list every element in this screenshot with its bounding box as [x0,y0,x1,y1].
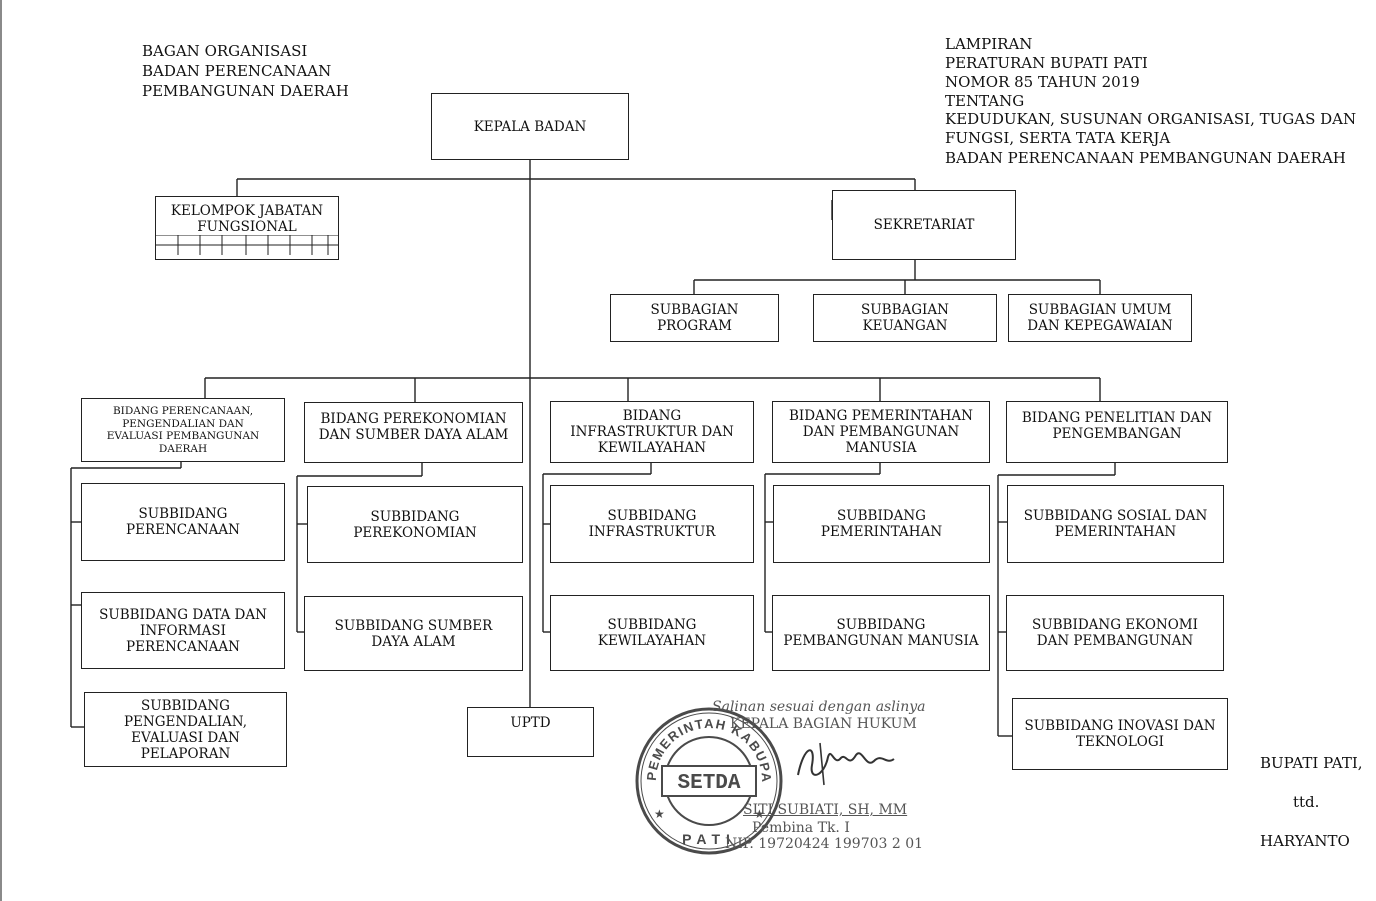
ttd-text: ttd. [1293,793,1320,811]
subbidang-sumber-daya-alam-box: SUBBIDANG SUMBER DAYA ALAM [304,596,523,671]
bupati-title: BUPATI PATI, [1260,754,1363,772]
chart-title-line-3: PEMBANGUNAN DAERAH [142,82,349,100]
official-rank: Pembina Tk. I [752,820,850,836]
subbidang-kewilayahan-box: SUBBIDANG KEWILAYAHAN [550,595,754,671]
kelompok-grid [156,235,338,255]
subbagian-keuangan-box: SUBBAGIAN KEUANGAN [813,294,997,342]
lampiran-line-3: NOMOR 85 TAHUN 2019 [945,73,1140,91]
stamp-bottom-text: PATI [682,831,736,847]
bupati-name: HARYANTO [1260,832,1350,850]
subbidang-sosial-box: SUBBIDANG SOSIAL DAN PEMERINTAHAN [1007,485,1224,563]
lampiran-line-7: BADAN PERENCANAAN PEMBANGUNAN DAERAH [945,149,1346,167]
subbagian-umum-box: SUBBAGIAN UMUM DAN KEPEGAWAIAN [1008,294,1192,342]
official-name: SITI SUBIATI, SH, MM [743,802,908,818]
bidang-pemerintahan-box: BIDANG PEMERINTAHAN DAN PEMBANGUNAN MANU… [772,401,990,463]
bidang-perekonomian-box: BIDANG PEREKONOMIAN DAN SUMBER DAYA ALAM [304,402,523,463]
kelompok-jabatan-fungsional-box: KELOMPOK JABATAN FUNGSIONAL [155,196,339,260]
page-edge [0,0,2,901]
subbidang-infrastruktur-box: SUBBIDANG INFRASTRUKTUR [550,485,754,563]
subbagian-program-box: SUBBAGIAN PROGRAM [610,294,779,342]
salinan-text: Salinan sesuai dengan aslinya [712,699,926,715]
subbidang-pembangunan-manusia-box: SUBBIDANG PEMBANGUNAN MANUSIA [772,595,990,671]
lampiran-line-2: PERATURAN BUPATI PATI [945,54,1148,72]
stamp-star-right-icon: ★ [754,807,765,821]
bidang-infrastruktur-box: BIDANG INFRASTRUKTUR DAN KEWILAYAHAN [550,401,754,463]
bidang-penelitian-box: BIDANG PENELITIAN DAN PENGEMBANGAN [1006,401,1228,463]
kepala-bagian-hukum-text: KEPALA BAGIAN HUKUM [730,716,917,732]
subbidang-inovasi-box: SUBBIDANG INOVASI DAN TEKNOLOGI [1012,698,1228,770]
chart-title-line-2: BADAN PERENCANAAN [142,62,332,80]
lampiran-line-4: TENTANG [945,92,1025,110]
lampiran-line-5: KEDUDUKAN, SUSUNAN ORGANISASI, TUGAS DAN [945,110,1357,128]
kepala-badan-box: KEPALA BADAN [431,93,629,160]
subbidang-perencanaan-box: SUBBIDANG PERENCANAAN [81,483,285,561]
official-nip: NIP. 19720424 199703 2 01 [725,836,924,852]
bidang-perencanaan-box: BIDANG PERENCANAAN, PENGENDALIAN DAN EVA… [81,398,285,462]
stamp-center-text: SETDA [677,772,740,795]
sekretariat-box: SEKRETARIAT [832,190,1016,260]
subbidang-pengendalian-box: SUBBIDANG PENGENDALIAN, EVALUASI DAN PEL… [84,692,287,767]
setda-stamp: PEMERINTAH KABUPATEN SETDA PATI ★ ★ [634,706,783,855]
lampiran-line-1: LAMPIRAN [945,35,1033,53]
subbidang-pemerintahan-box: SUBBIDANG PEMERINTAHAN [773,485,990,563]
subbidang-data-informasi-box: SUBBIDANG DATA DAN INFORMASI PERENCANAAN [81,592,285,669]
uptd-box: UPTD [467,707,594,757]
signature-scribble [797,742,895,786]
stamp-star-left-icon: ★ [654,807,665,821]
subbidang-ekonomi-box: SUBBIDANG EKONOMI DAN PEMBANGUNAN [1006,595,1224,671]
lampiran-line-6: FUNGSI, SERTA TATA KERJA [945,129,1171,147]
chart-title-line-1: BAGAN ORGANISASI [142,42,308,60]
subbidang-perekonomian-box: SUBBIDANG PEREKONOMIAN [307,486,523,563]
kelompok-jabatan-label: KELOMPOK JABATAN FUNGSIONAL [170,203,324,235]
